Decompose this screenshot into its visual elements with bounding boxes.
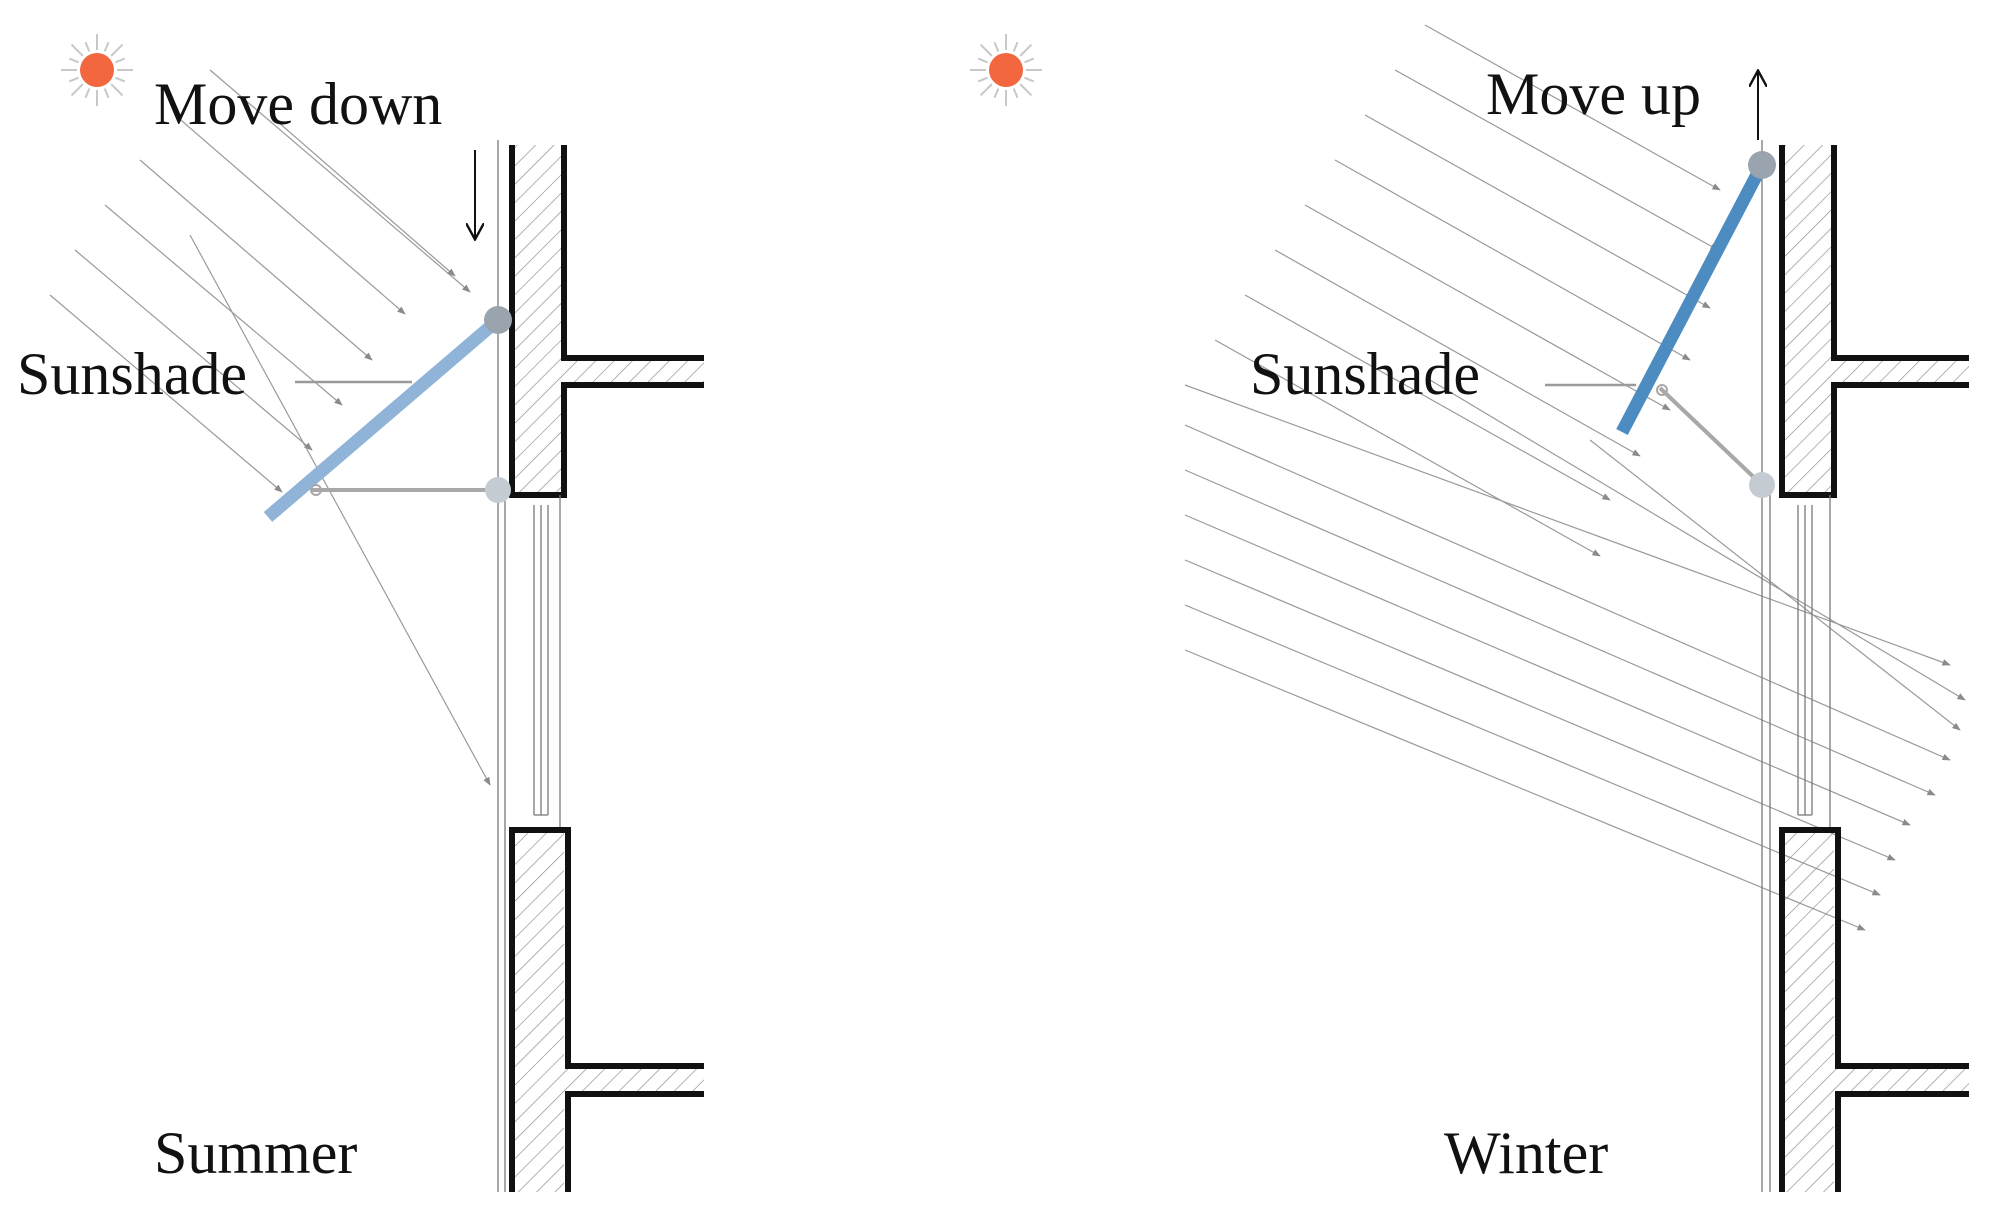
winter-bottom-pivot: [1749, 472, 1775, 498]
summer-bottom-pivot: [485, 477, 511, 503]
move-up-label: Move up: [1486, 61, 1701, 127]
winter-arm-joint: [1656, 384, 1668, 396]
winter-window: [1761, 140, 1831, 1192]
winter-sunshade-label: Sunshade: [1250, 341, 1480, 407]
summer-panel: Move down Sunshade Summer: [17, 34, 704, 1192]
sun-icon: [61, 34, 133, 106]
winter-season-label: Winter: [1444, 1120, 1608, 1186]
winter-sunshade-blade: [1616, 161, 1768, 436]
summer-light-rays: [49, 69, 491, 786]
sun-icon: [970, 34, 1042, 106]
winter-panel: Move up Sunshade Winter: [970, 24, 1969, 1192]
summer-season-label: Summer: [154, 1120, 357, 1186]
winter-support-arm: [1658, 386, 1764, 487]
summer-top-pivot: [484, 306, 512, 334]
summer-arm-joint: [310, 484, 322, 496]
summer-sunshade-blade: [263, 315, 503, 522]
winter-top-pivot: [1748, 151, 1776, 179]
winter-wall-lower: [1779, 827, 1969, 1192]
summer-wall-upper: [509, 145, 704, 498]
move-down-label: Move down: [154, 71, 442, 137]
summer-wall-lower: [509, 827, 704, 1192]
summer-sunshade-label: Sunshade: [17, 341, 247, 407]
winter-light-rays: [1184, 24, 1966, 931]
summer-window: [497, 140, 561, 1192]
winter-wall-upper: [1779, 145, 1969, 498]
